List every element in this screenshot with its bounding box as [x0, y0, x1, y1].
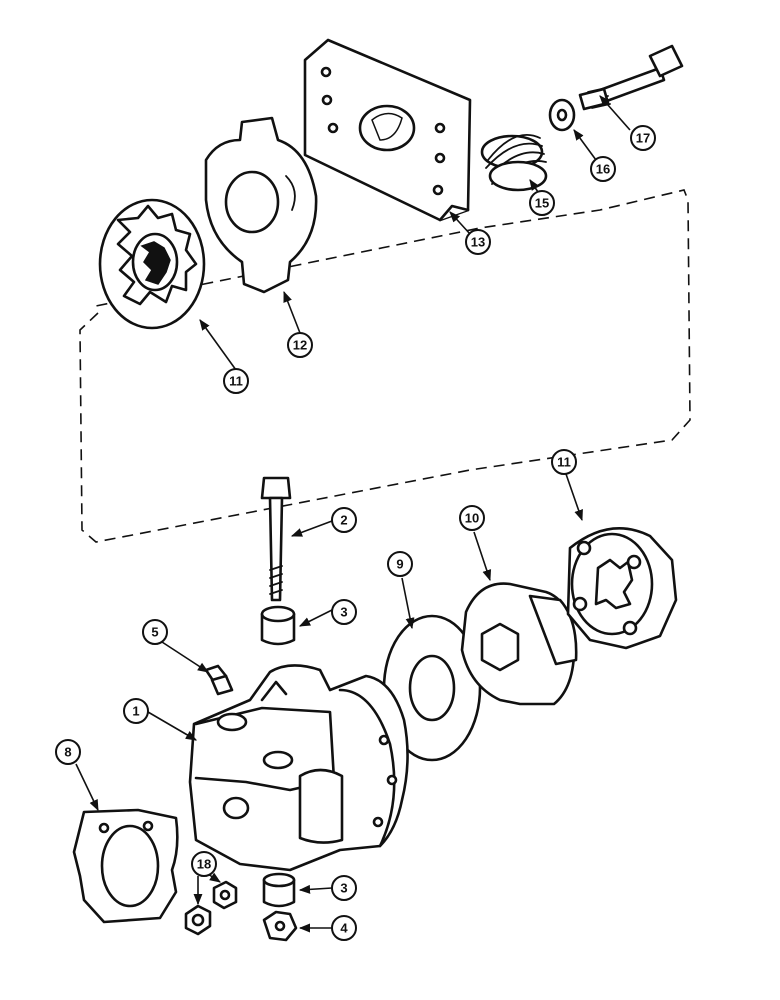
- spacer-part-12: [204, 116, 318, 294]
- clamp-part-8: [72, 808, 179, 924]
- callout-10: 10: [459, 505, 485, 531]
- callout-15: 15: [529, 190, 555, 216]
- callout-4: 4: [331, 915, 357, 941]
- spring-part-15: [480, 134, 548, 192]
- callout-4-label: 4: [340, 921, 348, 936]
- callout-17-label: 17: [636, 131, 650, 146]
- callout-3-upper: 3: [331, 599, 357, 625]
- nuts-part-18: [184, 880, 238, 936]
- callout-17: 17: [630, 125, 656, 151]
- callout-1-label: 1: [132, 704, 139, 719]
- callout-11-bottom-label: 11: [557, 455, 571, 470]
- washer-part-16: [548, 98, 576, 132]
- callout-8: 8: [55, 739, 81, 765]
- callout-12: 12: [287, 332, 313, 358]
- hub-part-10: [460, 582, 578, 706]
- callout-2: 2: [331, 507, 357, 533]
- callout-15-label: 15: [535, 196, 549, 211]
- bolt-part-2: [260, 476, 292, 602]
- bolt-part-17: [578, 44, 684, 111]
- leader-lines: [75, 95, 631, 933]
- callout-9-label: 9: [396, 557, 403, 572]
- callout-8-label: 8: [64, 745, 71, 760]
- bushing-part-3-upper: [260, 605, 296, 646]
- callout-3-lower: 3: [331, 875, 357, 901]
- callout-9: 9: [387, 551, 413, 577]
- callout-5-label: 5: [151, 625, 158, 640]
- plate-part-13: [303, 38, 472, 222]
- callout-13-label: 13: [471, 235, 485, 250]
- callout-16: 16: [590, 156, 616, 182]
- callout-2-label: 2: [340, 513, 347, 528]
- callout-16-label: 16: [596, 162, 610, 177]
- housing-part-1: [188, 664, 409, 872]
- washer-part-9: [382, 614, 482, 762]
- callout-5: 5: [142, 619, 168, 645]
- callout-10-label: 10: [465, 511, 479, 526]
- bushing-part-3-lower: [262, 872, 296, 908]
- callout-12-label: 12: [293, 338, 307, 353]
- callout-18-label: 18: [197, 857, 211, 872]
- callout-3-upper-label: 3: [340, 605, 347, 620]
- callout-1: 1: [123, 698, 149, 724]
- assembly-dashed-line: [79, 189, 691, 543]
- nut-part-4: [262, 910, 298, 942]
- toothed-disc-part-11-top: [98, 198, 206, 330]
- callout-11-top-label: 11: [229, 374, 243, 389]
- toothed-disc-part-11-bottom: [566, 527, 678, 650]
- callout-3-lower-label: 3: [340, 881, 347, 896]
- callout-18: 18: [191, 851, 217, 877]
- grease-fitting-part-5: [204, 664, 234, 696]
- callout-13: 13: [465, 229, 491, 255]
- callout-11-top: 11: [223, 368, 249, 394]
- callout-11-bottom: 11: [551, 449, 577, 475]
